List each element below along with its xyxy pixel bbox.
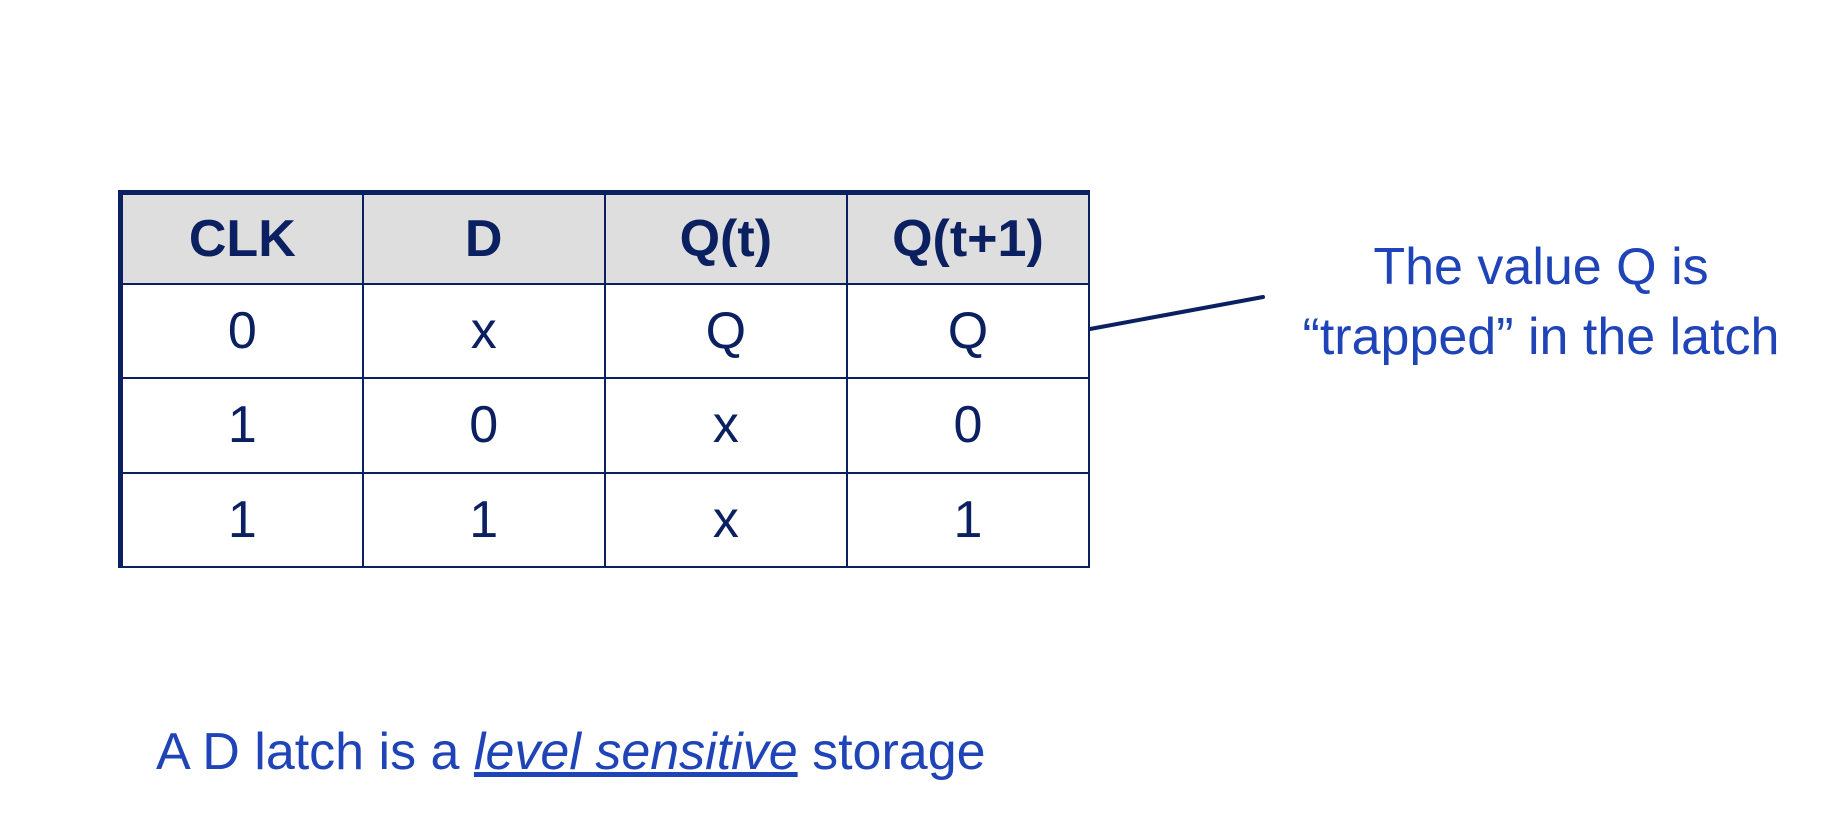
table-cell: 0 xyxy=(361,377,606,474)
truth-table: CLK D Q(t) Q(t+1) 0 x Q Q 1 0 x 0 1 1 x … xyxy=(118,190,1091,569)
table-cell: Q xyxy=(845,282,1091,380)
header-clk: CLK xyxy=(119,191,364,285)
caption: A D latch is a level sensitive storage xyxy=(156,722,986,782)
table-row: 1 0 x 0 xyxy=(119,377,1091,474)
callout-annotation: The value Q is “trapped” in the latch xyxy=(1260,232,1822,372)
table-cell: 1 xyxy=(361,471,606,569)
header-q-t-plus-1: Q(t+1) xyxy=(845,191,1091,285)
table-row: 0 x Q Q xyxy=(119,282,1091,380)
table-cell: Q xyxy=(603,282,848,380)
table-cell: 1 xyxy=(119,471,364,569)
table-cell: 0 xyxy=(845,377,1091,474)
caption-emphasis: level sensitive xyxy=(473,723,798,781)
callout-line-1: The value Q is xyxy=(1373,238,1709,296)
table-cell: x xyxy=(603,471,848,569)
table-cell: 1 xyxy=(845,471,1091,569)
header-q-t: Q(t) xyxy=(603,191,848,285)
table-row: 1 1 x 1 xyxy=(119,471,1091,569)
callout-line-2: “trapped” in the latch xyxy=(1302,308,1780,366)
table-cell: x xyxy=(603,377,848,474)
caption-before: A D latch is a xyxy=(156,723,474,781)
callout-pointer xyxy=(1088,295,1265,331)
table-cell: 0 xyxy=(119,282,364,380)
caption-after: storage xyxy=(797,723,986,781)
table-cell: x xyxy=(361,282,606,380)
header-d: D xyxy=(361,191,606,285)
header-row: CLK D Q(t) Q(t+1) xyxy=(119,191,1091,285)
table-cell: 1 xyxy=(119,377,364,474)
